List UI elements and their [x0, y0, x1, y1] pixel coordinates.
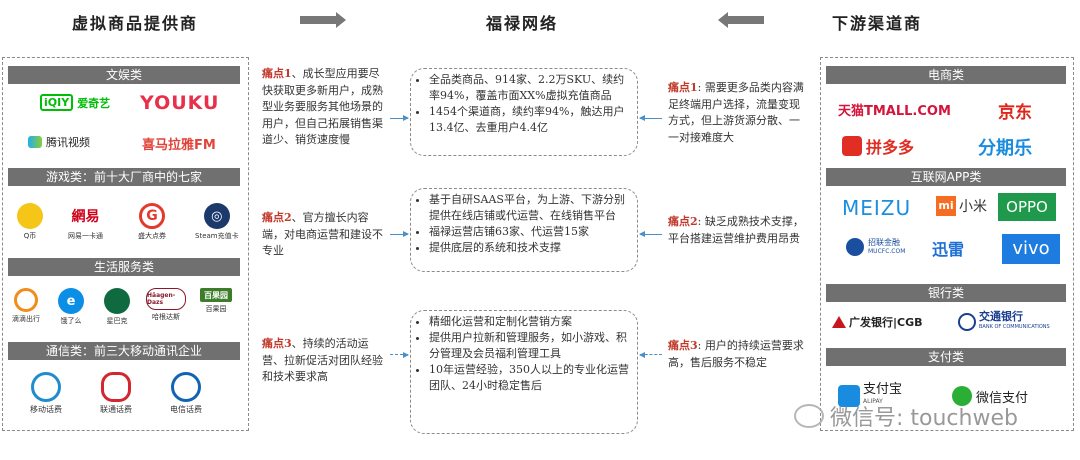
arrow-left-center-2-icon	[390, 231, 409, 237]
xunlei-logo: 迅雷	[932, 240, 965, 259]
center-box-3-item: 提供用户拉新和管理服务，如小游戏、积分管理及会员福利管理工具	[429, 330, 631, 362]
steam-icon: ◎Steam充值卡	[195, 203, 239, 241]
youku-logo: YOUKU	[140, 92, 220, 114]
iqiyi-logo: iQIY 爱奇艺	[40, 94, 110, 111]
right-pain-1: 痛点1: 需要更多品类内容满足终端用户选择，流量变现方式，但上游货源分散、一一对…	[668, 81, 804, 144]
china-mobile-icon: 移动话费	[30, 372, 62, 415]
vivo-logo: vivo	[1002, 234, 1060, 264]
right-cat-payment: 支付类	[826, 348, 1066, 366]
watermark: 微信号: touchweb	[794, 400, 1018, 432]
ximalaya-logo: 喜马拉雅FM	[142, 138, 216, 153]
didi-icon: 滴滴出行	[12, 288, 40, 324]
starbucks-icon: 星巴克	[104, 288, 130, 326]
center-box-1-item: 1454个渠道商，续约率94%，触达用户13.4亿、去重用户4.4亿	[429, 104, 631, 136]
tmall-logo: 天猫TMALL.COM	[838, 104, 951, 119]
arrow-left-center-3-icon	[390, 352, 409, 358]
left-pain-1: 痛点1、成长型应用要尽快获取更多新用户，成熟型业务要服务其他场景的用户，但自己拓…	[262, 67, 383, 146]
tencent-video-logo: 腾讯视频	[28, 134, 90, 150]
left-cat-telecom: 通信类：前三大移动通讯企业	[8, 342, 240, 360]
zhaolian-logo: 招联金融 MUCFC.COM	[846, 238, 905, 256]
center-box-3-item: 10年运营经验，350人以上的专业化运营团队、24小时稳定售后	[429, 362, 631, 394]
qcoin-icon: Q币	[17, 203, 43, 241]
arrow-right-center-3-icon	[639, 352, 662, 358]
arrow-right-center-2-icon	[639, 231, 662, 237]
right-pain-3: 痛点3: 用户的持续运营要求高，售后服务不稳定	[668, 339, 804, 369]
china-telecom-icon: 电信话费	[170, 372, 202, 415]
pinduoduo-logo: 拼多多	[842, 134, 914, 158]
header-left: 虚拟商品提供商	[72, 14, 199, 33]
cgb-logo: 广发银行|CGB	[832, 314, 923, 330]
header-center: 福禄网络	[486, 14, 559, 33]
jd-logo: 京东	[998, 103, 1032, 123]
center-box-2: 基于自研SAAS平台，为上游、下游分别提供在线店铺或代运营、在线销售平台福禄运营…	[410, 188, 638, 272]
left-cat-games: 游戏类：前十大厂商中的七家	[8, 168, 240, 186]
right-pain-2: 痛点2: 缺乏成熟技术支撑，平台搭建运营维护费用昂贵	[668, 215, 804, 245]
netease-icon: 網易网易一卡通	[68, 203, 103, 241]
bocom-logo: 交通银行 BANK OF COMMUNICATIONS	[958, 311, 1050, 332]
arrow-left-icon	[718, 12, 764, 28]
arrow-left-center-1-icon	[390, 115, 409, 121]
xiaomi-logo: mi 小米	[936, 196, 987, 216]
left-pain-2: 痛点2、官方擅长内容端，对电商运营和建设不专业	[262, 211, 383, 257]
left-cat-entertainment: 文娱类	[8, 66, 240, 84]
pagoda-icon: 百果园百果园	[200, 288, 232, 314]
alipay-logo: 支付宝 ALIPAY	[838, 383, 902, 408]
arrow-right-center-1-icon	[639, 115, 662, 121]
arrow-right-icon	[300, 12, 346, 28]
wechat-icon	[794, 404, 824, 428]
oppo-logo: OPPO	[998, 193, 1056, 221]
right-cat-apps: 互联网APP类	[826, 168, 1066, 186]
right-cat-ecommerce: 电商类	[826, 66, 1066, 84]
center-box-2-item: 提供底层的系统和技术支撑	[429, 240, 631, 256]
left-panel	[2, 57, 249, 431]
center-box-3-item: 精细化运营和定制化营销方案	[429, 314, 631, 330]
meizu-logo: MEIZU	[842, 196, 912, 220]
header-right: 下游渠道商	[832, 14, 923, 33]
wechat-pay-logo: 微信支付	[952, 386, 1028, 406]
china-unicom-icon: 联通话费	[100, 372, 132, 415]
fenqile-logo: 分期乐	[978, 138, 1032, 159]
right-cat-banks: 银行类	[826, 284, 1066, 302]
right-panel	[820, 57, 1074, 431]
left-pain-3: 痛点3、持续的活动运营、拉新促活对团队经验和技术要求高	[262, 337, 383, 383]
center-box-2-item: 基于自研SAAS平台，为上游、下游分别提供在线店铺或代运营、在线销售平台	[429, 192, 631, 224]
left-cat-life: 生活服务类	[8, 258, 240, 276]
center-box-3: 精细化运营和定制化营销方案提供用户拉新和管理服务，如小游戏、积分管理及会员福利管…	[410, 310, 638, 434]
center-box-1-item: 全品类商品、914家、2.2万SKU、续约率94%，覆盖市面XX%虚拟充值商品	[429, 72, 631, 104]
center-box-2-item: 福禄运营店铺63家、代运营15家	[429, 224, 631, 240]
center-box-1: 全品类商品、914家、2.2万SKU、续约率94%，覆盖市面XX%虚拟充值商品1…	[410, 68, 638, 156]
